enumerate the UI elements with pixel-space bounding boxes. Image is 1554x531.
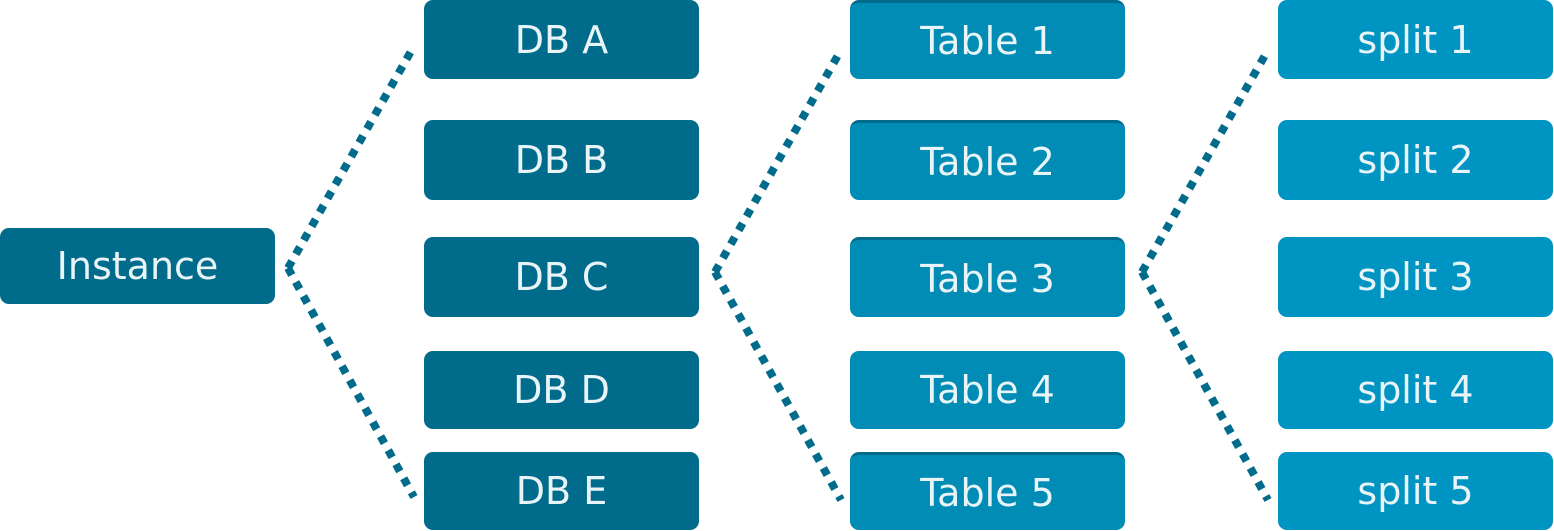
split-node-5: split 5 (1278, 452, 1553, 530)
db-node-e: DB E (424, 452, 699, 530)
table-node-4: Table 4 (850, 351, 1125, 429)
split-node-1: split 1 (1278, 0, 1553, 79)
split-node-2: split 2 (1278, 120, 1553, 200)
connector-table-to-split-1 (1138, 48, 1272, 274)
db-node-b: DB B (424, 120, 699, 200)
table-node-1: Table 1 (850, 0, 1125, 79)
connector-instance-to-db-e (284, 266, 418, 499)
split-node-4: split 4 (1278, 351, 1553, 429)
connector-db-to-table-1 (711, 48, 845, 274)
db-node-a: DB A (424, 0, 699, 79)
db-node-c: DB C (424, 237, 699, 317)
connector-db-to-table-5 (711, 270, 845, 502)
connector-table-to-split-5 (1138, 270, 1272, 502)
db-node-d: DB D (424, 351, 699, 429)
connector-instance-to-db-a (284, 44, 418, 270)
table-node-2: Table 2 (850, 120, 1125, 200)
instance-node: Instance (0, 228, 275, 304)
table-node-5: Table 5 (850, 452, 1125, 530)
split-node-3: split 3 (1278, 237, 1553, 317)
table-node-3: Table 3 (850, 237, 1125, 317)
